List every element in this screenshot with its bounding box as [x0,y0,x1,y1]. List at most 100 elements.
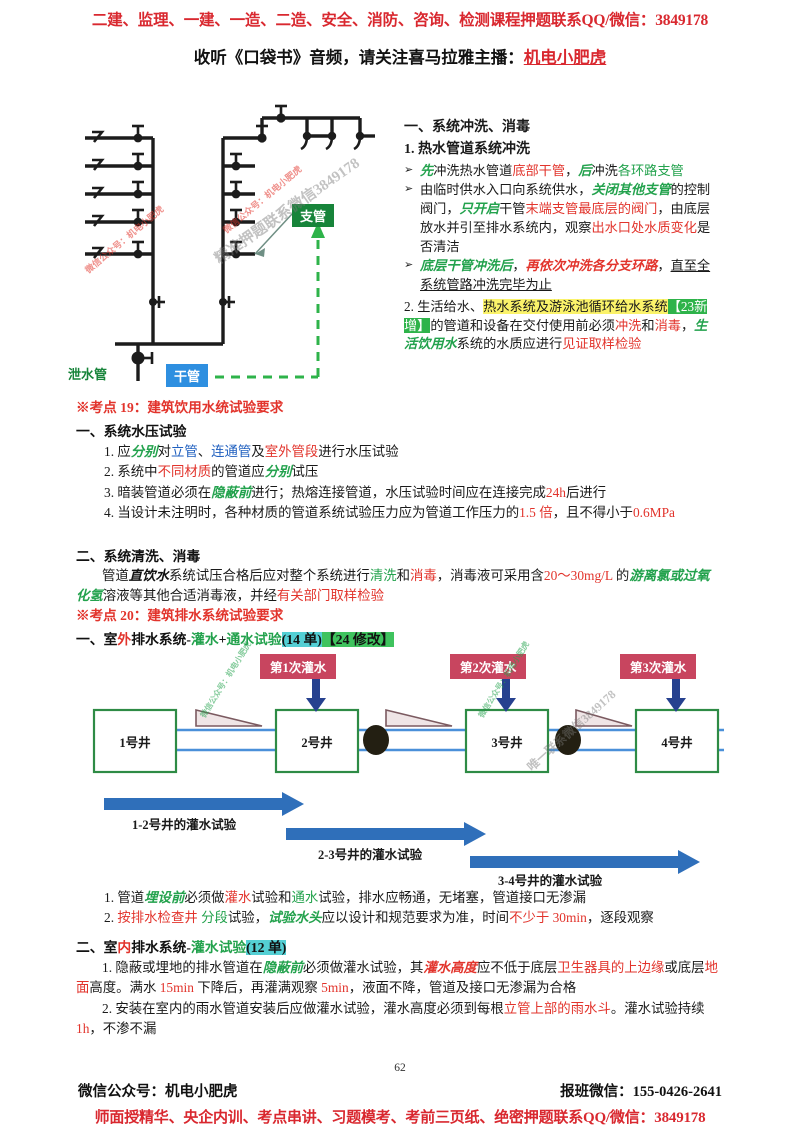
flushing-bullet-3-run-2: 再依次冲洗各分支环路 [525,258,658,274]
page-number: 62 [394,1062,406,1074]
flushing-item-2-run-5: 和 [641,317,655,333]
flushing-bullet-1-run-3: ， [565,162,579,178]
indoor-drainage-item-2: 2. 安装在室内的雨水管道安装后应做灌水试验，灌水高度必须到每根立管上部的雨水斗… [76,999,720,1040]
bullet-marker-icon: ➢ [404,163,414,176]
cleaning-disinfection-para-run-10: 溶液等其他合适消毒液，并经 [102,588,277,604]
outdoor-drainage-head-run-5: + [218,632,227,647]
well-box-3: 3号井 [491,735,523,750]
outdoor-drainage-head-run-2: 外 [117,632,132,647]
indoor-drainage-item-1-run-3: 灌水高度 [423,960,477,975]
cleaning-disinfection-para-run-9: 游离氯或过氧化氢 [76,568,710,604]
kaodian-19-sec2-head: 二、系统清洗、消毒 [76,549,201,564]
indoor-drainage-item-1-run-7: 地面 [76,960,718,996]
outdoor-drainage-item-2: 2. 按排水检查井 分段试验，试验水头应以设计和规范要求为准，时间不少于 30m… [104,908,720,928]
fill-badge-1: 第1次灌水 [260,654,337,679]
indoor-drainage-head-run-3: 排水系统- [131,940,191,955]
outdoor-drainage-item-1-run-1: 埋设前 [144,890,185,905]
arrow-label-2: 2-3号井的灌水试验 [318,848,423,862]
outdoor-drainage-item-1-run-6: 试验，排水应畅通，无堵塞，管道接口无渗漏 [318,890,587,905]
pressure-test-item-3: 3. 暗装管道必须在隐蔽前进行；热熔连接管道，水压试验时间应在连接完成24h后进… [104,483,720,503]
indoor-drainage-item-2-run-0: 2. 安装在室内的雨水管道安装后应做灌水试验，灌水高度必须到每根 [102,1000,504,1016]
label-drain-pipe: 泄水管 [68,367,108,382]
flushing-bullet-3-run-3: ， [657,258,671,274]
label-branch-pipe: 支管 [292,204,335,227]
flushing-bullet-2-run-6: ，由底层放水并引至排水系统内，观察 [420,201,711,235]
pressure-test-item-2-run-4: 试压 [291,464,319,480]
outdoor-drainage-head-run-3: 排水系统- [131,632,191,647]
pressure-test-item-2-run-1: 不同材质 [157,464,212,480]
flushing-item-2: 2. 生活给水、热水系统及游泳池循环给水系统【23新增】的管道和设备在交付使用前… [404,298,716,354]
wells-svg [92,674,724,774]
pressure-test-item-3-run-4: 后进行 [565,484,607,500]
cleaning-disinfection-para-run-8: 的 [612,568,630,583]
kaodian-19-sec1-head: 一、系统水压试验 [76,424,187,439]
indoor-drainage-item-1-run-6: 或底层 [664,960,705,975]
outdoor-drainage-item-1-run-0: 1. 管道 [104,890,145,905]
pressure-test-item-4-run-0: 4. 当设计未注明时，各种材质的管道系统试验压力应为管道工作压力的 [104,505,520,521]
pressure-test-item-1-run-8: 进行水压试验 [318,444,399,459]
indoor-drainage-item-1-run-0: 1. 隐蔽或埋地的排水管道在 [102,960,263,975]
header-anchor-name: 机电小肥虎 [523,48,607,67]
test-range-arrows-svg [104,792,700,874]
outdoor-drainage-head-run-4: 灌水 [190,632,219,647]
indoor-drainage-item-2-run-1: 立管上部的雨水斗 [503,1000,611,1016]
flushing-bullet-2-run-7: 出水口处水质变化 [591,219,697,235]
kaodian-19-title: 建筑饮用水统试验要求 [147,400,284,415]
pipe-riser-diagram: 支管 干管 泄水管 微信公众号：机电小肥虎 微信公众号：机电小肥虎 精准押题联系… [68,96,410,396]
kaodian-20-title: 建筑排水系统试验要求 [147,608,284,623]
pressure-test-item-4-run-1: 1.5 倍 [519,505,553,521]
outdoor-drainage-head-run-0: 一、 [76,632,104,647]
well-box-2: 2号井 [301,735,333,750]
flushing-item-2-run-8: 生活饮用水 [404,317,708,352]
footer-banner: 师面授精华、央企内训、考点串讲、习题模考、考前三页纸、绝密押题联系QQ/微信：3… [94,1110,706,1126]
bullet-marker-icon: ➢ [404,183,414,196]
fill-badge-3: 第3次灌水 [620,654,697,679]
outdoor-drainage-item-2-run-3: 分段 [201,910,228,926]
pressure-test-item-1-run-7: 室外管段 [264,444,319,459]
kaodian-19-heading: ※考点 19：建筑饮用水统试验要求 [76,398,720,419]
flushing-bullet-1: ➢ 先冲洗热水管道底部干管，后冲洗各环路支管 [404,162,716,181]
indoor-drainage-item-1-run-12: ，液面不降，管道及接口无渗漏为合格 [348,980,577,996]
header-subtitle-prefix: 收听《口袋书》音频，请关注喜马拉雅主播： [193,48,524,67]
flushing-bullet-3-run-1: ， [512,258,526,274]
flushing-bullet-1-run-1: 冲洗热水管道 [433,162,513,178]
pipe-riser-svg [85,104,375,381]
pressure-test-item-2-run-3: 分别 [264,464,292,480]
wells-filling-test-diagram: 1号井 2号井 3号井 4号井 第1次灌水 第2次灌水 第3次灌水 微信公众号：… [76,640,724,792]
flushing-bullet-2: ➢由临时供水入口向系统供水，关闭其他支管的控制阀门，只开启干管末端支管最底层的阀… [404,181,716,256]
indoor-drainage-item-1-run-10: 下降后，再灌满观察 [193,980,322,996]
flushing-bullet-3: ➢底层干管冲洗后，再依次冲洗各分支环路，直至全系统管路冲洗完毕为止 [404,257,716,294]
flushing-bullet-text-3: 底层干管冲洗后，再依次冲洗各分支环路，直至全系统管路冲洗完毕为止 [420,257,716,294]
pressure-test-item-1-run-2: 对 [157,444,171,459]
footer-left: 微信公众号：机电小肥虎 [78,1084,238,1100]
flushing-bullet-1-run-0: 先 [420,162,434,178]
outdoor-drainage-item-2-run-8: 30min [549,910,587,926]
indoor-drainage-head-run-1: 室 [103,940,118,955]
fill-badge-2: 第2次灌水 [450,654,527,679]
header-subtitle: 收听《口袋书》音频，请关注喜马拉雅主播：机电小肥虎 [0,44,800,68]
pressure-test-item-1-run-4: 、 [197,444,212,459]
indoor-drainage-head: 二、室内排水系统-灌水试验(12 单) [76,938,720,959]
cleaning-disinfection-para-run-6: ，消毒液可采用含 [436,568,544,583]
outdoor-drainage-item-2-run-6: 应以设计和规范要求为准，时间 [321,910,510,926]
indoor-drainage-items: 1. 隐蔽或埋地的排水管道在隐蔽前必须做灌水试验，其灌水高度应不低于底层卫生器具… [76,958,720,1040]
flushing-bullet-1-run-2: 底部干管 [512,162,566,178]
indoor-drainage-item-1-run-1: 隐蔽前 [262,960,303,975]
cleaning-disinfection-para-run-7: 20～30mg/L [543,568,613,583]
outdoor-drainage-item-2-run-9: ，逐段观察 [586,910,654,926]
label-main-pipe: 干管 [166,364,209,387]
outdoor-drainage-item-2-run-5: 试验水头 [268,910,322,926]
pressure-test-item-1-run-5: 连通管 [211,444,252,459]
flushing-item-2-run-6: 消毒 [654,317,681,333]
indoor-drainage-item-1-run-5: 卫生器具的上边缘 [557,960,665,975]
flushing-bullet-3-run-0: 底层干管冲洗后 [420,258,513,274]
flushing-bullet-text-1: 先冲洗热水管道底部干管，后冲洗各环路支管 [420,162,716,181]
pressure-test-item-3-run-2: 进行；热熔连接管道，水压试验时间应在连接完成 [251,484,546,500]
pressure-test-item-1-run-6: 及 [251,444,265,459]
outdoor-drainage-item-1-run-2: 必须做 [184,890,225,905]
section-title-flushing: 一、系统冲洗、消毒 [404,120,530,135]
flushing-bullet-1-run-4: 后 [578,162,592,178]
outdoor-drainage-item-1: 1. 管道埋设前必须做灌水试验和通水试验，排水应畅通，无堵塞，管道接口无渗漏 [104,888,720,908]
well-box-4: 4号井 [661,735,693,750]
cleaning-disinfection-para-run-3: 清洗 [369,568,397,583]
